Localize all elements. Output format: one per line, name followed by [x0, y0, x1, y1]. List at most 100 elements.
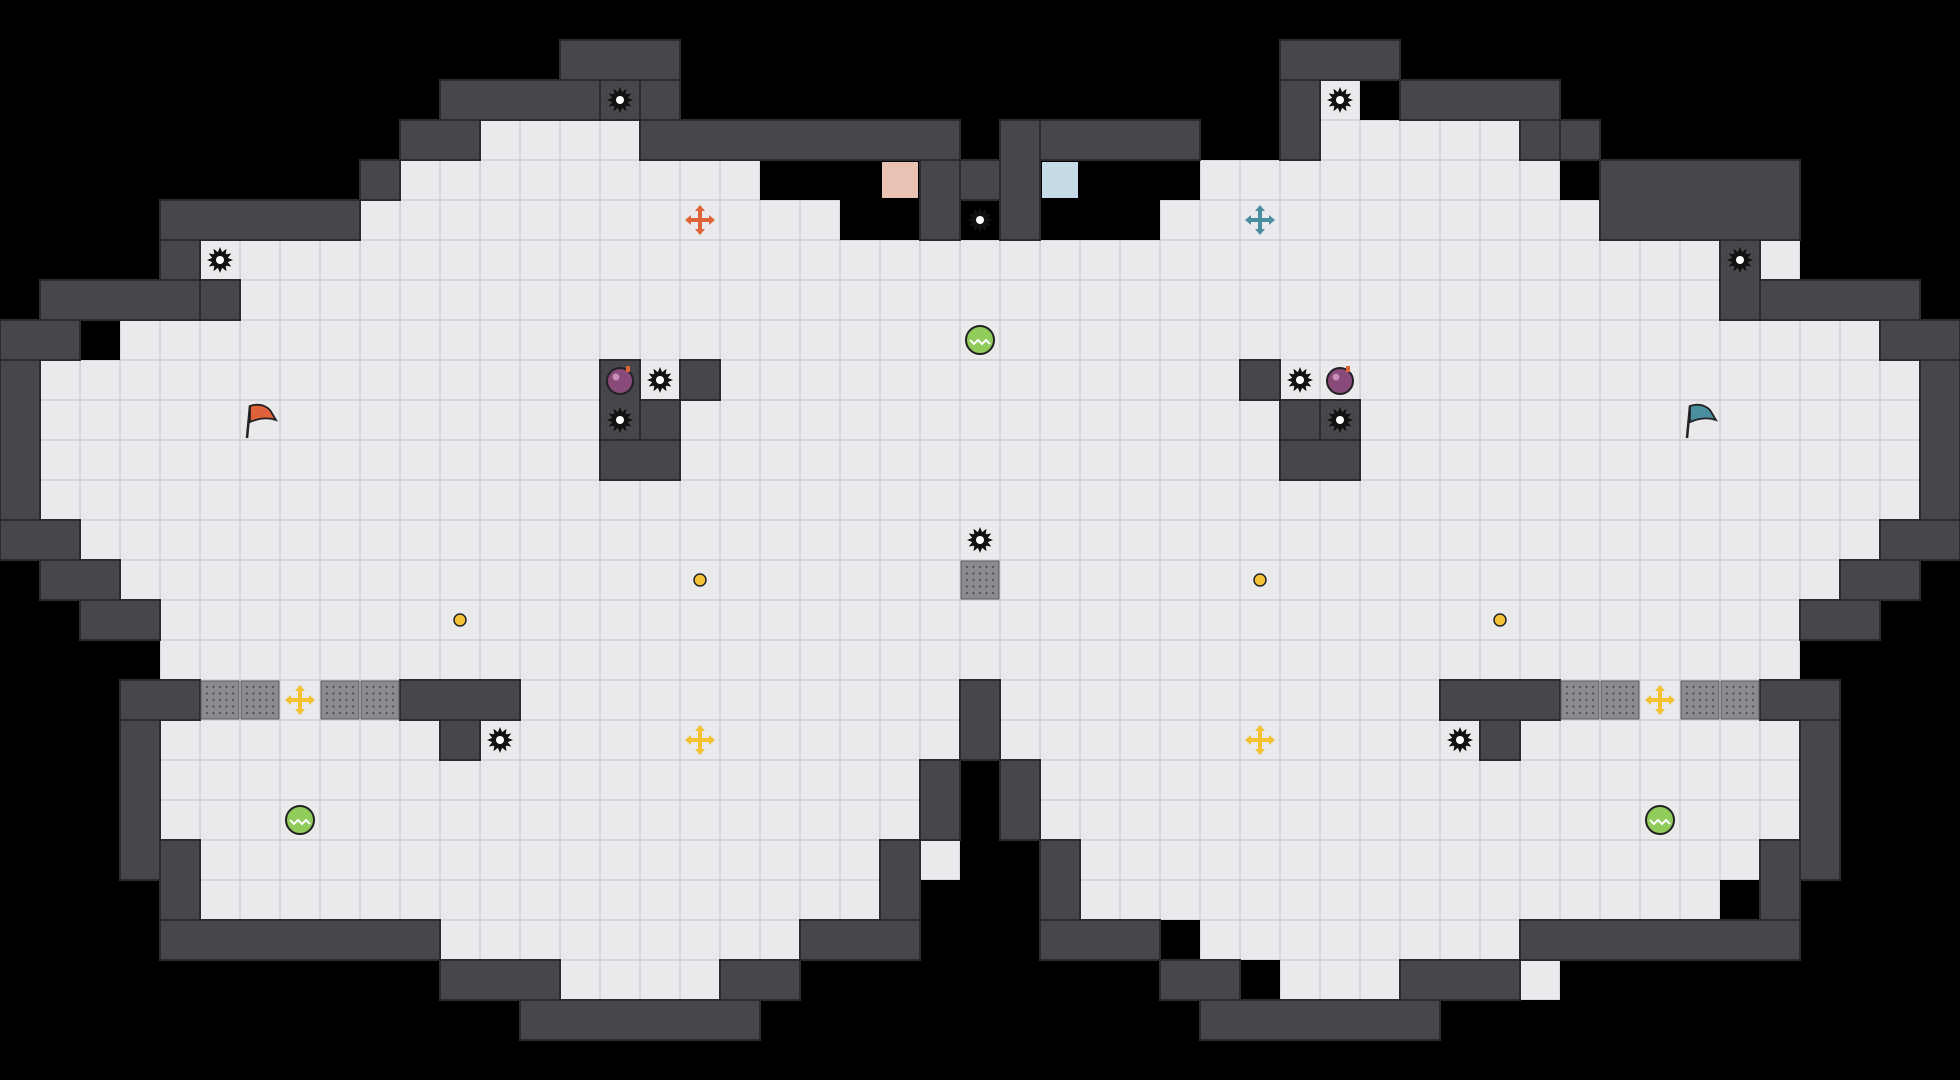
floor-tile — [1080, 240, 1120, 280]
floor-tile — [600, 960, 640, 1000]
boost-pad-dot — [338, 692, 342, 695]
blue-flag-icon[interactable] — [1685, 403, 1719, 439]
floor-tile — [1160, 880, 1200, 920]
floor-tile — [1360, 600, 1400, 640]
floor-tile — [1400, 520, 1440, 560]
floor-tile — [1240, 880, 1280, 920]
floor-tile — [800, 800, 840, 840]
floor-tile — [1360, 160, 1400, 200]
floor-tile — [40, 480, 80, 520]
floor-tile — [800, 320, 840, 360]
floor-tile — [1400, 880, 1440, 920]
floor-tile — [1520, 440, 1560, 480]
floor-tile — [640, 600, 680, 640]
boost-pad-dot — [1572, 685, 1575, 689]
floor-tile — [560, 960, 600, 1000]
floor-tile — [1840, 520, 1880, 560]
floor-tile — [560, 320, 600, 360]
floor-tile — [1760, 360, 1800, 400]
floor-tile — [1680, 720, 1720, 760]
floor-tile — [1440, 400, 1480, 440]
wall-segment — [159, 239, 201, 281]
floor-tile — [560, 680, 600, 720]
floor-tile — [1560, 800, 1600, 840]
boost-pad-dot — [372, 692, 375, 695]
floor-tile — [1120, 280, 1160, 320]
boost-pad-dot — [258, 705, 262, 708]
boost-pad-dot — [1565, 711, 1569, 715]
wall-segment — [1039, 839, 1081, 921]
floor-tile — [920, 680, 960, 720]
floor-tile — [560, 520, 600, 560]
boost-pad-dot — [245, 705, 249, 708]
floor-tile — [800, 840, 840, 880]
floor-tile — [1280, 920, 1320, 960]
floor-tile — [920, 280, 960, 320]
floor-tile — [680, 280, 720, 320]
floor-tile — [1400, 760, 1440, 800]
floor-tile — [760, 360, 800, 400]
floor-tile — [1160, 320, 1200, 360]
floor-tile — [1160, 680, 1200, 720]
floor-tile — [1200, 160, 1240, 200]
coin-icon — [453, 613, 467, 627]
floor-tile — [1240, 920, 1280, 960]
floor-tile — [1280, 240, 1320, 280]
floor-tile — [1160, 360, 1200, 400]
floor-tile — [1520, 800, 1560, 840]
floor-tile — [640, 320, 680, 360]
floor-tile — [1560, 840, 1600, 880]
floor-tile — [480, 280, 520, 320]
boost-pad — [320, 680, 360, 720]
powerup-stripe — [969, 338, 991, 346]
arrow-head — [1255, 749, 1265, 755]
wall-segment — [679, 359, 721, 401]
arrow-head — [1645, 695, 1651, 705]
floor-tile — [1040, 800, 1080, 840]
arrow-head — [1255, 205, 1265, 211]
wall-segment — [1879, 519, 1960, 561]
wall-segment — [639, 79, 681, 121]
boost-pad-dot — [385, 711, 388, 715]
floor-tile — [1600, 400, 1640, 440]
floor-tile — [1200, 520, 1240, 560]
floor-tile — [600, 160, 640, 200]
floor-tile — [1400, 360, 1440, 400]
boost-pad-dot — [325, 692, 329, 695]
floor-tile — [800, 520, 840, 560]
boost-pad-dot — [271, 698, 275, 702]
boost-pad-dot — [218, 692, 222, 695]
floor-tile — [1160, 440, 1200, 480]
floor-tile — [440, 520, 480, 560]
floor-tile — [1680, 640, 1720, 680]
floor-tile — [1480, 560, 1520, 600]
floor-tile — [720, 480, 760, 520]
boost-pad-dot — [1705, 685, 1708, 689]
floor-tile — [1560, 560, 1600, 600]
boost-pad-dot — [978, 578, 982, 582]
floor-tile — [400, 800, 440, 840]
floor-tile — [1600, 640, 1640, 680]
floor-tile — [1200, 560, 1240, 600]
floor-tile — [1440, 920, 1480, 960]
floor-tile — [920, 400, 960, 440]
floor-tile — [520, 120, 560, 160]
spike-icon — [487, 727, 513, 753]
floor-tile — [1520, 760, 1560, 800]
floor-tile — [1640, 280, 1680, 320]
floor-tile — [1880, 400, 1920, 440]
floor-tile — [960, 280, 1000, 320]
boost-pad-dot — [351, 711, 355, 715]
red-flag-icon[interactable] — [245, 403, 279, 439]
floor-tile — [320, 400, 360, 440]
boost-pad-dot — [1565, 685, 1569, 689]
floor-tile — [1280, 680, 1320, 720]
floor-tile — [200, 400, 240, 440]
floor-tile — [1600, 840, 1640, 880]
floor-tile — [1040, 760, 1080, 800]
floor-tile — [520, 160, 560, 200]
floor-tile — [720, 400, 760, 440]
boost-pad-dot — [991, 578, 995, 582]
wall-segment — [1199, 999, 1441, 1041]
floor-tile — [1120, 760, 1160, 800]
